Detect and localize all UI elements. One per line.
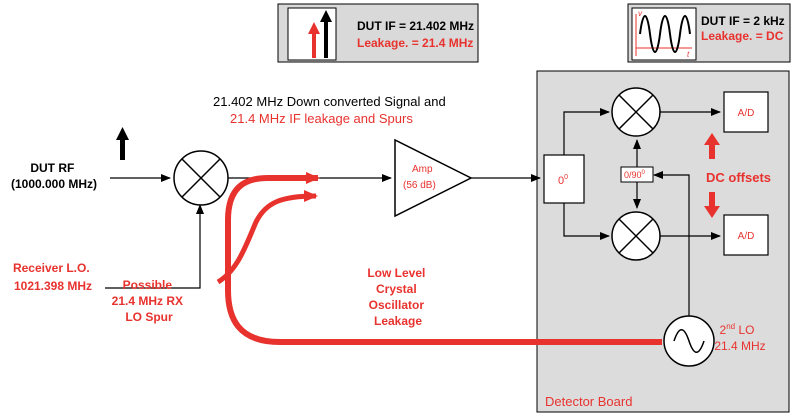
inset-time-domain: v t DUT IF = 2 kHz Leakage. = DC bbox=[627, 3, 791, 63]
dut-rf-label: DUT RF (1000.000 MHz) bbox=[11, 161, 97, 191]
svg-text:0/900: 0/900 bbox=[624, 170, 646, 180]
rf-mixer bbox=[173, 150, 229, 206]
dc-offsets-label: DC offsets bbox=[706, 170, 771, 185]
amplifier: Amp (56 dB) bbox=[394, 138, 473, 218]
signal-title-line2: 21.4 MHz IF leakage and Spurs bbox=[230, 111, 413, 126]
phase-shifter: 0/900 bbox=[620, 166, 654, 183]
ad-converter-bottom: A/D bbox=[723, 214, 769, 256]
leakage-spur-arrow-icon bbox=[308, 22, 320, 58]
second-lo-post: LO bbox=[735, 323, 754, 337]
svg-text:00: 00 bbox=[558, 174, 568, 187]
dut-rf-arrow-icon bbox=[116, 127, 129, 160]
lo-spur-path bbox=[216, 190, 318, 285]
lo-spur-line3: LO Spur bbox=[125, 310, 173, 324]
sine-wave-icon bbox=[639, 15, 691, 53]
signal-title-line1: 21.402 MHz Down converted Signal and bbox=[213, 94, 446, 109]
q-mixer bbox=[611, 211, 661, 261]
second-lo-line2: 21.4 MHz bbox=[714, 339, 765, 353]
receiver-lo-line2: 1021.398 MHz bbox=[14, 279, 92, 293]
leakage-line4: Leakage bbox=[374, 314, 422, 328]
leakage-line1: Low Level bbox=[367, 266, 425, 280]
inset-left-line1: DUT IF = 21.402 MHz bbox=[357, 19, 474, 33]
ad-top-label: A/D bbox=[738, 108, 755, 119]
lo-spur-line2: 21.4 MHz RX bbox=[112, 294, 183, 308]
splitter-label: 0 bbox=[558, 175, 564, 187]
splitter: 00 bbox=[543, 154, 585, 204]
inset-right-line1: DUT IF = 2 kHz bbox=[701, 14, 785, 28]
lo-input-line bbox=[105, 204, 204, 289]
lo-spur-label: Possible 21.4 MHz RX LO Spur bbox=[112, 278, 187, 324]
ad-converter-top: A/D bbox=[723, 91, 769, 133]
q-path-line bbox=[563, 203, 610, 240]
phase-label: 0/90 bbox=[624, 170, 642, 180]
leakage-label: Low Level Crystal Oscillator Leakage bbox=[367, 266, 428, 328]
second-lo-sup: nd bbox=[726, 322, 735, 331]
signal-arrow-icon bbox=[320, 10, 332, 58]
phase-sup: 0 bbox=[642, 170, 646, 176]
lo2-to-phase-line bbox=[653, 171, 690, 316]
leakage-line3: Oscillator bbox=[369, 298, 425, 312]
second-lo-pre: 2 bbox=[720, 323, 727, 337]
oscillator-leakage-path bbox=[225, 172, 662, 345]
inset-left-line2: Leakage. = 21.4 MHz bbox=[357, 36, 473, 50]
splitter-sup: 0 bbox=[564, 174, 568, 181]
inset-right-line2: Leakage. = DC bbox=[701, 29, 784, 43]
lo-spur-line1: Possible bbox=[123, 278, 173, 292]
oscillator-sine-icon bbox=[673, 329, 705, 353]
dc-offset-up-arrow-icon bbox=[704, 133, 720, 159]
dc-offset-down-arrow-icon bbox=[704, 192, 720, 218]
inset-axis-v: v bbox=[638, 9, 643, 18]
amp-line1: Amp bbox=[412, 164, 433, 175]
svg-text:2nd LO: 2nd LO bbox=[720, 322, 755, 337]
dut-rf-line1: DUT RF bbox=[30, 161, 74, 175]
detector-board-label: Detector Board bbox=[545, 394, 632, 409]
i-path-line bbox=[563, 108, 610, 155]
inset-spectrum: DUT IF = 21.402 MHz Leakage. = 21.4 MHz bbox=[277, 3, 479, 63]
inset-axis-t: t bbox=[687, 50, 690, 59]
receiver-lo-label: Receiver L.O. 1021.398 MHz bbox=[13, 261, 93, 293]
leakage-line2: Crystal bbox=[376, 282, 417, 296]
dut-rf-line2: (1000.000 MHz) bbox=[11, 177, 97, 191]
i-mixer bbox=[611, 87, 661, 137]
amp-line2: (56 dB) bbox=[403, 180, 436, 191]
ad-bottom-label: A/D bbox=[738, 231, 755, 242]
second-lo-oscillator bbox=[663, 315, 715, 367]
receiver-lo-line1: Receiver L.O. bbox=[13, 261, 90, 275]
